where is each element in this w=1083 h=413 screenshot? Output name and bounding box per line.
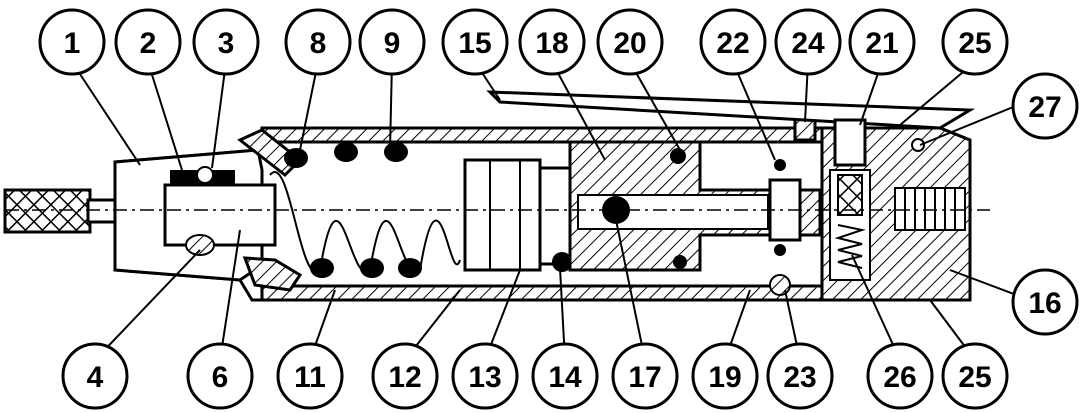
callout-22: 22 — [699, 8, 767, 76]
piston-o-ring — [552, 252, 572, 272]
callout-13: 13 — [451, 342, 519, 410]
callout-16: 16 — [1011, 268, 1079, 336]
callout-18: 18 — [518, 8, 586, 76]
svg-text:24: 24 — [791, 27, 825, 60]
callout-25-bottom: 25 — [941, 342, 1009, 410]
callout-14: 14 — [531, 342, 599, 410]
callout-26: 26 — [866, 342, 934, 410]
callout-21: 21 — [848, 8, 916, 76]
callout-24: 24 — [774, 8, 842, 76]
piston-seal — [538, 166, 572, 266]
callout-3: 3 — [192, 8, 260, 76]
callout-19: 19 — [691, 342, 759, 410]
throttle-pin — [833, 118, 867, 167]
callout-9: 9 — [358, 8, 426, 76]
retainer-pin — [185, 234, 215, 256]
throttle-spring — [834, 224, 866, 269]
callout-11: 11 — [276, 342, 344, 410]
callout-8: 8 — [284, 8, 352, 76]
svg-text:12: 12 — [388, 361, 421, 394]
callout-1: 1 — [38, 8, 106, 76]
svg-text:4: 4 — [87, 361, 104, 394]
svg-text:17: 17 — [628, 361, 661, 394]
svg-text:21: 21 — [865, 27, 898, 60]
svg-text:8: 8 — [310, 27, 327, 60]
upper-seal — [670, 148, 686, 164]
housing-top-wall — [260, 126, 824, 144]
callout-6: 6 — [186, 342, 254, 410]
svg-text:23: 23 — [783, 361, 816, 394]
svg-text:1: 1 — [64, 27, 81, 60]
svg-text:6: 6 — [212, 361, 229, 394]
bottom-ball — [769, 274, 791, 296]
svg-text:20: 20 — [613, 27, 646, 60]
svg-text:3: 3 — [218, 27, 235, 60]
callout-27: 27 — [1011, 72, 1079, 140]
svg-text:13: 13 — [468, 361, 501, 394]
svg-text:19: 19 — [708, 361, 741, 394]
svg-text:16: 16 — [1028, 287, 1061, 320]
callout-4: 4 — [61, 342, 129, 410]
svg-text:18: 18 — [535, 27, 568, 60]
callout-20: 20 — [596, 8, 664, 76]
callout-12: 12 — [371, 342, 439, 410]
svg-text:11: 11 — [294, 361, 326, 394]
hose — [3, 188, 92, 234]
piston — [463, 158, 542, 272]
svg-text:26: 26 — [883, 361, 916, 394]
svg-text:14: 14 — [548, 361, 582, 394]
lower-seal — [673, 255, 687, 269]
throttle-valve — [837, 174, 863, 216]
svg-text:2: 2 — [140, 27, 157, 60]
air-inlet-thread — [894, 187, 966, 231]
screw-27 — [911, 138, 925, 152]
callout-25-top: 25 — [941, 8, 1009, 76]
svg-text:25: 25 — [958, 361, 991, 394]
svg-text:27: 27 — [1028, 91, 1061, 124]
callout-15: 15 — [441, 8, 509, 76]
callout-23: 23 — [766, 342, 834, 410]
callout-17: 17 — [611, 342, 679, 410]
chisel-shank — [163, 183, 277, 247]
svg-text:9: 9 — [384, 27, 401, 60]
svg-text:22: 22 — [716, 27, 749, 60]
svg-text:25: 25 — [958, 27, 991, 60]
callout-2: 2 — [114, 8, 182, 76]
housing-bottom-wall — [260, 284, 824, 302]
trigger-lever — [486, 90, 976, 130]
retainer-screw — [196, 166, 214, 184]
return-spring — [269, 142, 461, 278]
svg-text:15: 15 — [458, 27, 491, 60]
nose-collar-bottom — [242, 256, 303, 292]
valve-ball — [602, 196, 630, 224]
